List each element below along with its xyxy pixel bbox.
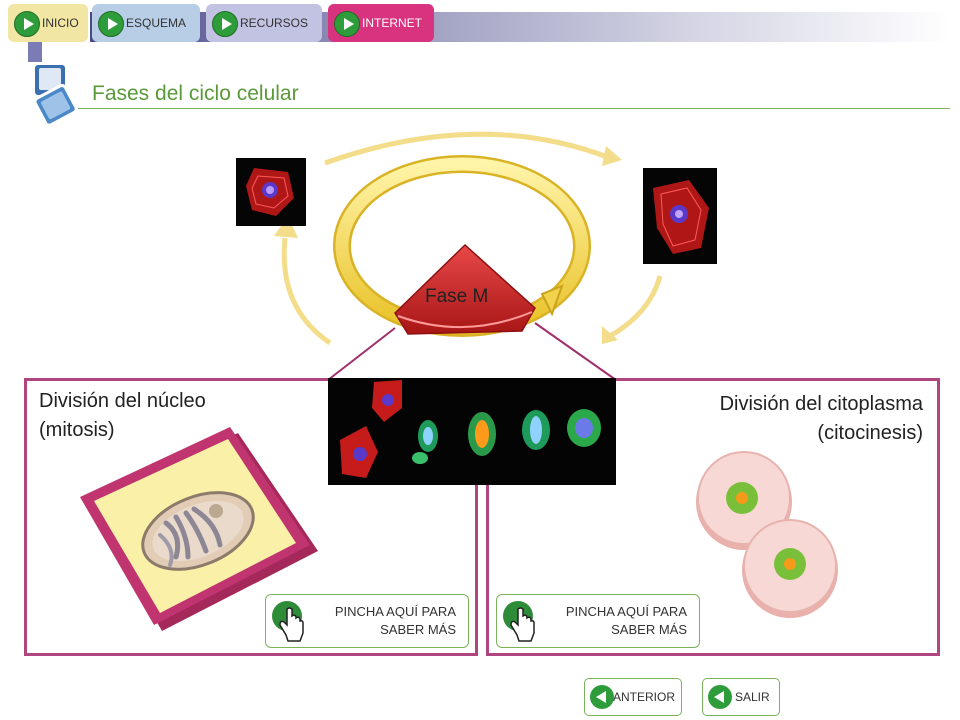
hand-pointer-icon — [279, 607, 304, 642]
page-title: Fases del ciclo celular — [92, 82, 299, 105]
nav-inicio-button[interactable]: INICIO — [8, 4, 88, 42]
interphase-cell-photo-2 — [643, 168, 717, 264]
nav-inicio-label: INICIO — [42, 16, 79, 30]
title-underline — [78, 108, 950, 109]
more-info-line2: SABER MÁS — [611, 622, 687, 637]
more-info-text: PINCHA AQUÍ PARA SABER MÁS — [335, 603, 456, 639]
mitosis-title: División del núcleo (mitosis) — [39, 387, 206, 445]
more-info-line2: SABER MÁS — [380, 622, 456, 637]
nav-esquema-label: ESQUEMA — [126, 16, 187, 30]
mitosis-title-line2: (mitosis) — [39, 419, 115, 441]
cytokinesis-title-line1: División del citoplasma — [719, 393, 923, 415]
nav-recursos-label: RECURSOS — [240, 16, 309, 30]
salir-label: SALIR — [735, 690, 770, 704]
back-arrow-icon — [708, 685, 732, 709]
cycle-arrow-right — [608, 275, 663, 339]
cytokinesis-illustration — [696, 451, 838, 618]
mitosis-title-line1: División del núcleo — [39, 390, 206, 412]
phase-m-label: Fase M — [425, 286, 489, 307]
nav-internet-label: INTERNET — [362, 16, 422, 30]
mitosis-stages-photo — [328, 378, 616, 485]
anterior-button[interactable]: ANTERIOR — [584, 678, 682, 716]
salir-button[interactable]: SALIR — [702, 678, 780, 716]
nav-internet-button[interactable]: INTERNET — [328, 4, 434, 42]
more-info-text: PINCHA AQUÍ PARA SABER MÁS — [566, 603, 687, 639]
cycle-arrow-left — [281, 237, 332, 346]
nav-esquema-button[interactable]: ESQUEMA — [92, 4, 200, 42]
cycle-arrow-top — [324, 131, 611, 166]
back-arrow-icon — [590, 685, 614, 709]
play-icon — [98, 11, 124, 37]
hand-pointer-icon — [510, 607, 535, 642]
mitosis-more-info-button[interactable]: PINCHA AQUÍ PARA SABER MÁS — [265, 594, 469, 648]
play-icon — [334, 11, 360, 37]
interphase-cell-photo — [236, 158, 306, 226]
cell-cycle-diagram — [274, 131, 663, 381]
more-info-line1: PINCHA AQUÍ PARA — [565, 604, 687, 619]
nav-accent — [28, 40, 42, 62]
nav-recursos-button[interactable]: RECURSOS — [206, 4, 322, 42]
more-info-line1: PINCHA AQUÍ PARA — [334, 604, 456, 619]
anterior-label: ANTERIOR — [613, 690, 676, 704]
cytokinesis-more-info-button[interactable]: PINCHA AQUÍ PARA SABER MÁS — [496, 594, 700, 648]
phase-m-wedge — [394, 243, 536, 335]
top-nav-bar: INICIO ESQUEMA RECURSOS INTERNET — [0, 0, 960, 62]
nucleus-illustration — [80, 427, 318, 631]
play-icon — [212, 11, 238, 37]
cytokinesis-title-line2: (citocinesis) — [817, 422, 923, 444]
play-icon — [14, 11, 40, 37]
cytokinesis-title: División del citoplasma (citocinesis) — [720, 390, 923, 448]
slides-icon — [33, 63, 78, 127]
